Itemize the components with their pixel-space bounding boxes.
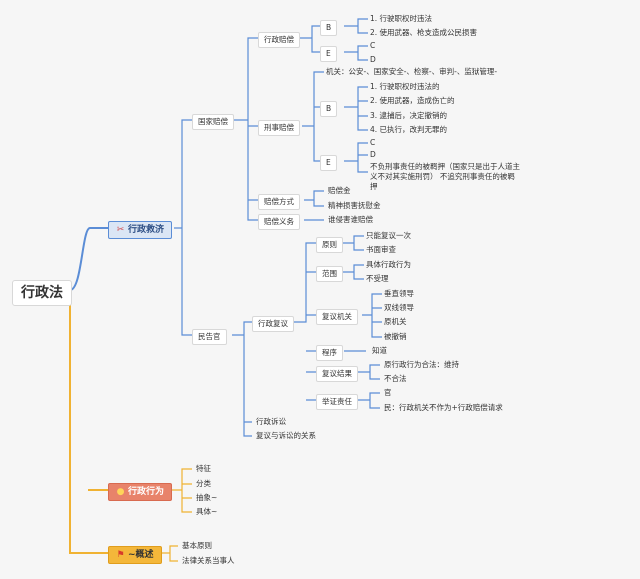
list-item: 不受理 [366,274,389,283]
node-comp-method[interactable]: 赔偿方式 [258,194,300,210]
list-item: 被撤销 [384,332,407,341]
list-item: 民：行政机关不作为+行政赔偿请求 [384,403,503,412]
list-item: C [370,41,376,50]
node-admin-comp-b[interactable]: B [320,20,338,36]
list-item: 2. 使用武器，造成伤亡的 [370,96,455,105]
list-item: C [370,138,376,147]
lightbulb-icon: ● [116,487,125,497]
node-criminal-comp-e[interactable]: E [320,155,337,171]
node-admin-comp[interactable]: 行政赔偿 [258,32,300,48]
list-item: 基本原则 [182,541,212,550]
flag-icon: ⚑ [116,550,125,560]
node-admin-litigation[interactable]: 行政诉讼 [256,417,286,426]
list-item: 精神损害抚慰金 [328,201,381,210]
node-review-scope[interactable]: 范围 [316,266,343,282]
node-review-procedure[interactable]: 程序 [316,345,343,361]
list-item: 原行政行为合法：维持 [384,360,459,369]
list-item: 特征 [196,464,211,473]
list-item: 分类 [196,479,211,488]
node-review-principle[interactable]: 原则 [316,237,343,253]
node-review-organ[interactable]: 复议机关 [316,309,358,325]
list-item: 具体~ [196,507,218,516]
root-node: 行政法 [12,280,72,306]
list-item: 不合法 [384,374,407,383]
list-item: 官 [384,388,392,397]
list-item: 原机关 [384,317,407,326]
node-review-litigation-relation[interactable]: 复议与诉讼的关系 [256,431,316,440]
node-admin-review[interactable]: 行政复议 [252,316,294,332]
list-item: D [370,150,376,159]
node-admin-comp-e[interactable]: E [320,46,337,62]
tools-icon: ✂ [116,225,125,235]
list-item: 1. 行驶职权时违法 [370,14,433,23]
node-criminal-comp[interactable]: 刑事赔偿 [258,120,300,136]
list-item: 1. 行驶职权时违法的 [370,82,440,91]
node-national-comp[interactable]: 国家赔偿 [192,114,234,130]
list-item: 4. 已执行，改判无罪的 [370,125,448,134]
list-item: 知道 [372,346,387,355]
list-item: 双线领导 [384,303,414,312]
branch-overview[interactable]: ⚑~概述 [108,546,162,564]
list-item: 法律关系当事人 [182,556,235,565]
list-item: 赔偿金 [328,186,351,195]
node-comp-duty[interactable]: 赔偿义务 [258,214,300,230]
list-item: 具体行政行为 [366,260,411,269]
branch-act[interactable]: ●行政行为 [108,483,173,501]
branch-relief-label: 行政救济 [128,225,165,235]
branch-act-label: 行政行为 [128,487,165,497]
list-item: 只能复议一次 [366,231,411,240]
list-item: 2. 使用武器、枪支造成公民损害 [370,28,478,37]
branch-overview-label: ~概述 [128,550,154,560]
node-civil-admin[interactable]: 民告官 [192,329,227,345]
branch-relief[interactable]: ✂行政救济 [108,221,173,239]
node-review-result[interactable]: 复议结果 [316,366,358,382]
list-item: 3. 逮捕后，决定撤销的 [370,111,448,120]
list-item: 不负刑事责任的被羁押（国家只是出于人道主义不对其实施刑罚） 不追究刑事责任的被羁… [370,162,520,191]
list-item: 谁侵害谁赔偿 [328,215,373,224]
list-item: 机关：公安-、国家安全-、检察-、审判-、监狱管理- [326,67,498,76]
list-item: 抽象~ [196,493,218,502]
node-review-burden[interactable]: 举证责任 [316,394,358,410]
list-item: 垂直领导 [384,289,414,298]
list-item: D [370,55,376,64]
list-item: 书面审查 [366,245,396,254]
node-criminal-comp-b[interactable]: B [320,101,338,117]
